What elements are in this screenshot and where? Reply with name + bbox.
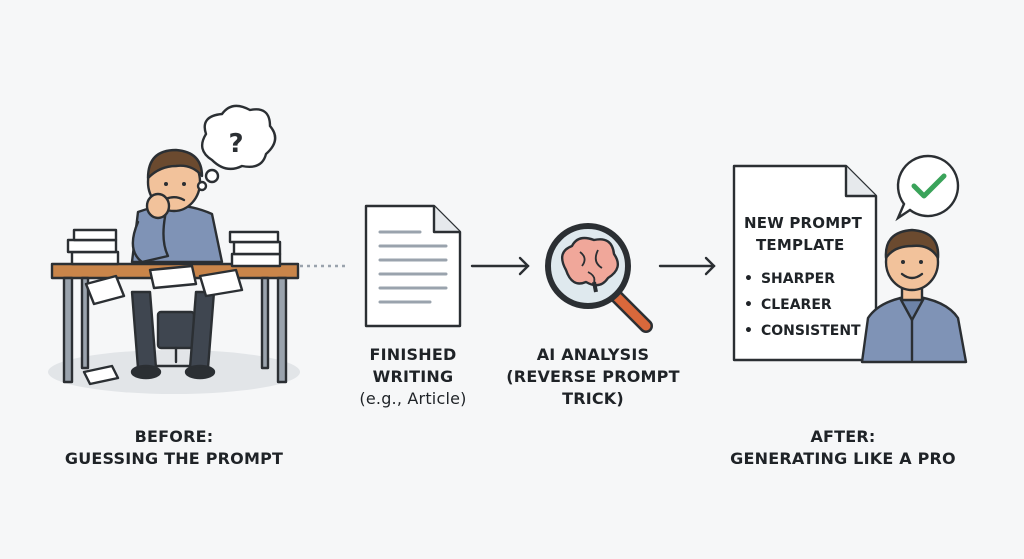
arrow-right-icon xyxy=(470,256,530,276)
ai-analysis-label: AI ANALYSIS (REVERSE PROMPT TRICK) xyxy=(498,344,688,410)
analysis-line2: (REVERSE PROMPT xyxy=(506,367,680,386)
happy-person-icon xyxy=(860,228,968,364)
after-line1: AFTER: xyxy=(810,427,876,446)
analysis-line3: TRICK) xyxy=(562,389,624,408)
template-title-line2: TEMPLATE xyxy=(756,236,845,254)
after-line2: GENERATING LIKE A PRO xyxy=(730,449,956,468)
list-item: SHARPER xyxy=(744,266,861,292)
finished-line3: (e.g., Article) xyxy=(359,389,467,408)
analysis-line1: AI ANALYSIS xyxy=(536,345,650,364)
document-icon xyxy=(364,204,462,328)
list-item: CONSISTENT xyxy=(744,318,861,344)
template-title-line1: NEW PROMPT xyxy=(744,214,863,232)
thought-bubble-icon xyxy=(196,104,277,192)
finished-line1: FINISHED xyxy=(369,345,457,364)
question-mark: ? xyxy=(228,129,243,159)
confused-person-icon xyxy=(48,148,300,394)
template-bullet-list: SHARPER CLEARER CONSISTENT xyxy=(744,266,861,344)
before-label: BEFORE: GUESSING THE PROMPT xyxy=(44,426,304,470)
before-line2: GUESSING THE PROMPT xyxy=(64,449,284,468)
checkmark-bubble-icon xyxy=(895,154,960,222)
before-line1: BEFORE: xyxy=(134,427,214,446)
after-label: AFTER: GENERATING LIKE A PRO xyxy=(708,426,978,470)
magnifier-brain-icon xyxy=(545,223,653,333)
arrow-right-icon xyxy=(658,256,716,276)
list-item: CLEARER xyxy=(744,292,861,318)
finished-line2: WRITING xyxy=(372,367,454,386)
finished-writing-label: FINISHED WRITING (e.g., Article) xyxy=(338,344,488,410)
template-title: NEW PROMPT TEMPLATE xyxy=(744,212,862,256)
